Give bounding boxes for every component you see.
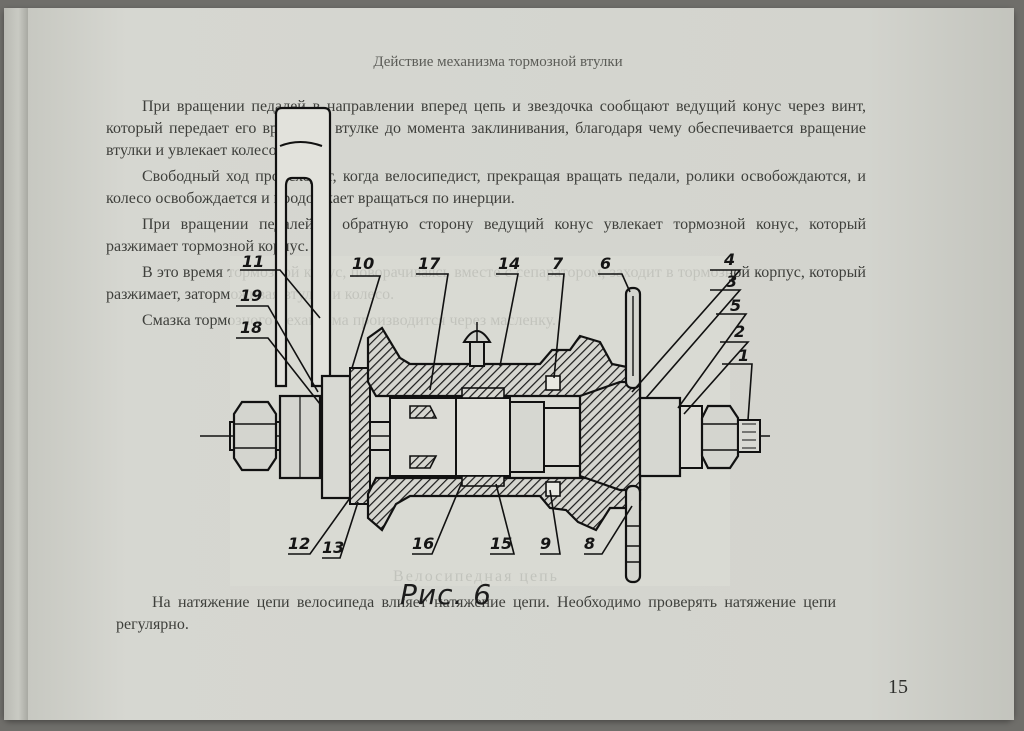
hub-figure: 11 10 17 14 7 6 4 3 5 2 1 19 18 12 13 16… [200,106,780,626]
callout-label: 10 [352,254,375,273]
callout-label: 2 [734,322,746,341]
callout-label: 4 [724,250,736,269]
callout-label: 9 [540,534,552,553]
callout-label: 11 [242,252,265,271]
brake-arm [274,106,332,388]
oiler [462,322,492,367]
booklet: Действие механизма тормозной втулки При … [4,8,1014,720]
hub-drawing [200,106,770,586]
callout-label: 13 [322,538,345,557]
callout-label: 16 [412,534,435,553]
callout-label: 1 [738,346,750,365]
callout-label: 6 [600,254,612,273]
figure-caption: Рис. 6 [400,578,493,611]
callout-label: 14 [498,254,521,273]
leader-lines [236,269,753,559]
callout-label: 15 [490,534,513,553]
callout-label: 19 [240,286,263,305]
callout-label: 12 [288,534,311,553]
callout-label: 18 [240,318,263,337]
paragraph: На натяжение цепи велосипеда влияет натя… [116,594,836,633]
page-number: 15 [888,676,908,698]
callout-label: 8 [584,534,596,553]
callout-label: 3 [726,272,738,291]
callout-label: 17 [418,254,441,273]
callout-label: 7 [552,254,564,273]
left-nut [232,394,322,480]
running-head: Действие механизма тормозной втулки [373,54,623,70]
previous-page-edge [4,8,28,720]
callout-label: 5 [730,296,742,315]
